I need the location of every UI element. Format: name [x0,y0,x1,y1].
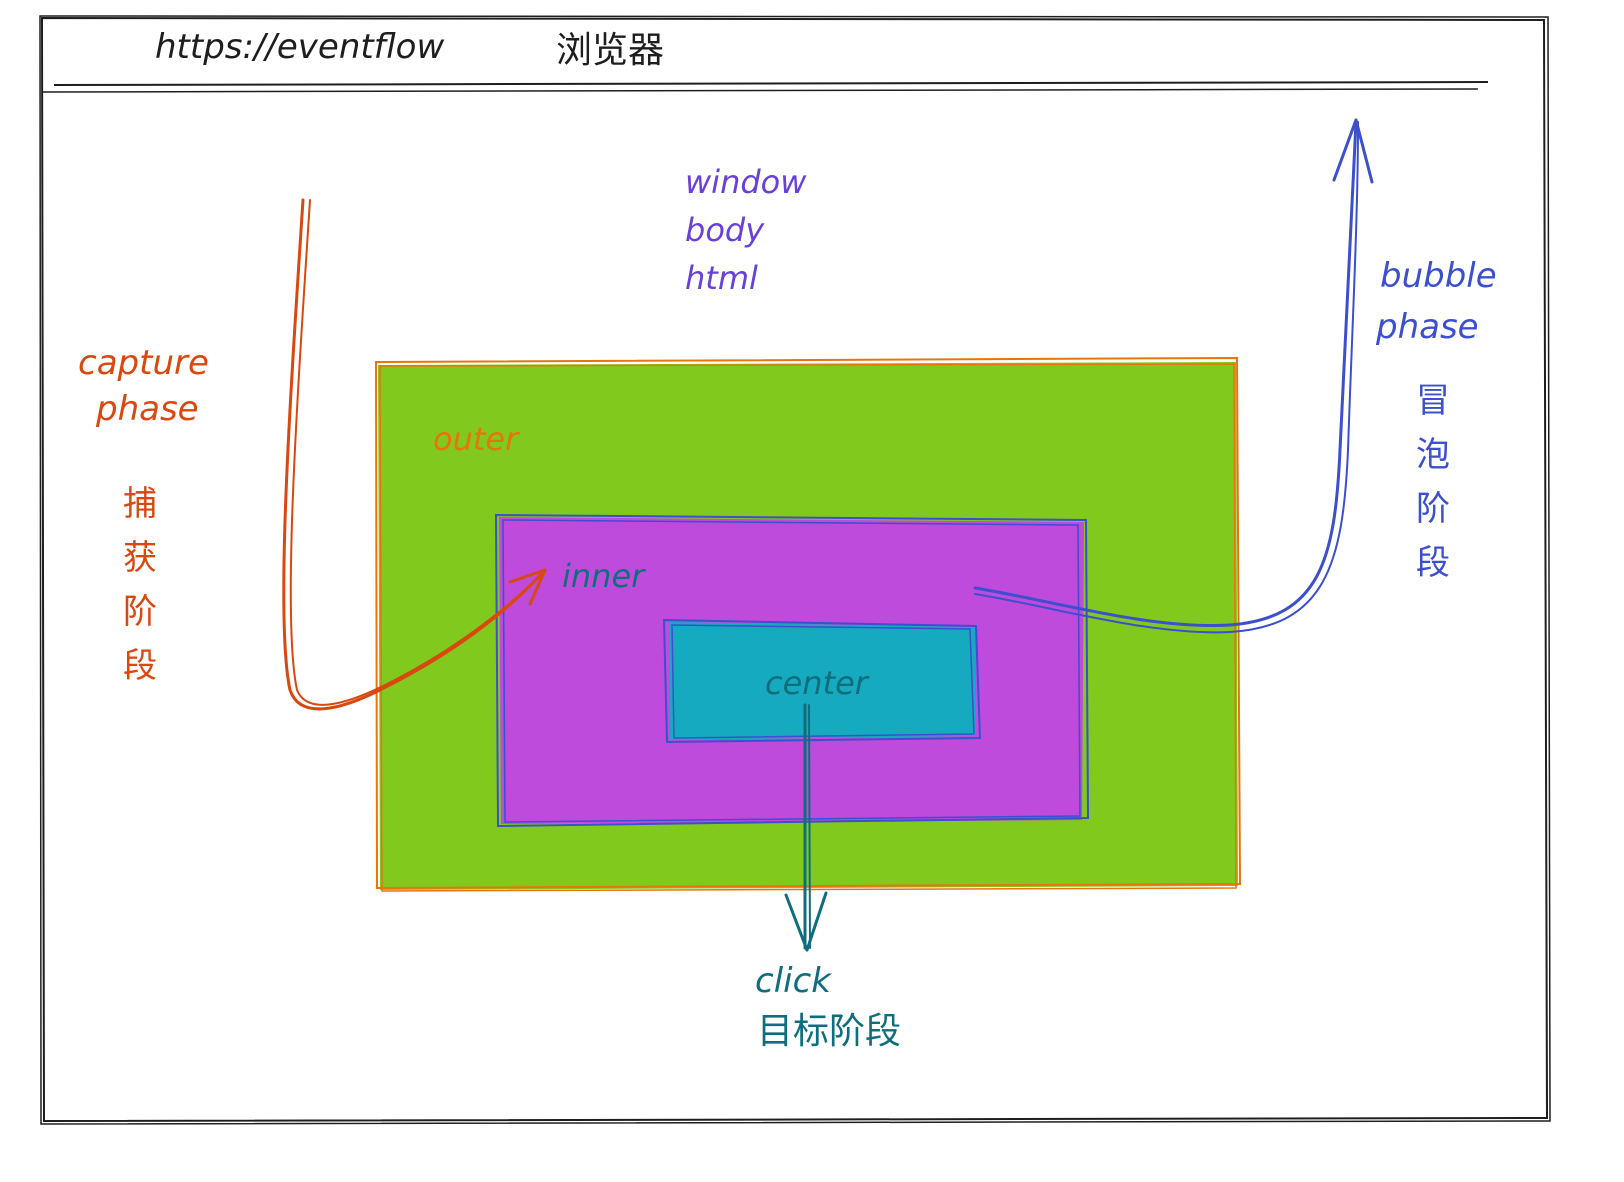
window-stack: window body html [685,163,807,297]
outer-label: outer [433,420,520,458]
bubble-label-line2: phase [1375,307,1479,347]
body-label: body [685,211,765,249]
capture-arrow [282,198,547,711]
browser-label: 浏览器 [556,30,664,71]
html-label: html [685,259,758,297]
capture-cn-char: 捕 [123,484,157,524]
address-bar-divider [41,81,1489,93]
bubble-cn-label: 冒 泡 阶 段 [1416,381,1450,583]
target-arrow [784,703,828,952]
bubble-cn-char: 段 [1416,543,1450,583]
bubble-cn-char: 阶 [1416,489,1450,529]
capture-label-line1: capture [78,343,209,383]
capture-cn-char: 获 [123,538,157,578]
center-label: center [765,664,870,702]
capture-cn-char: 段 [123,646,157,686]
browser-url: https://eventflow [155,27,444,67]
capture-label-line2: phase [95,389,199,429]
capture-cn-label: 捕 获 阶 段 [123,484,157,686]
target-cn-label: 目标阶段 [757,1011,901,1052]
bubble-arrow [973,118,1374,634]
bubble-cn-char: 泡 [1416,435,1450,475]
target-label: click [755,961,832,1001]
center-box [662,618,982,744]
capture-cn-char: 阶 [123,592,157,632]
window-label: window [685,163,807,201]
inner-label: inner [562,557,646,595]
browser-frame [39,15,1551,1125]
bubble-cn-char: 冒 [1416,381,1450,421]
bubble-label-line1: bubble [1380,256,1497,296]
